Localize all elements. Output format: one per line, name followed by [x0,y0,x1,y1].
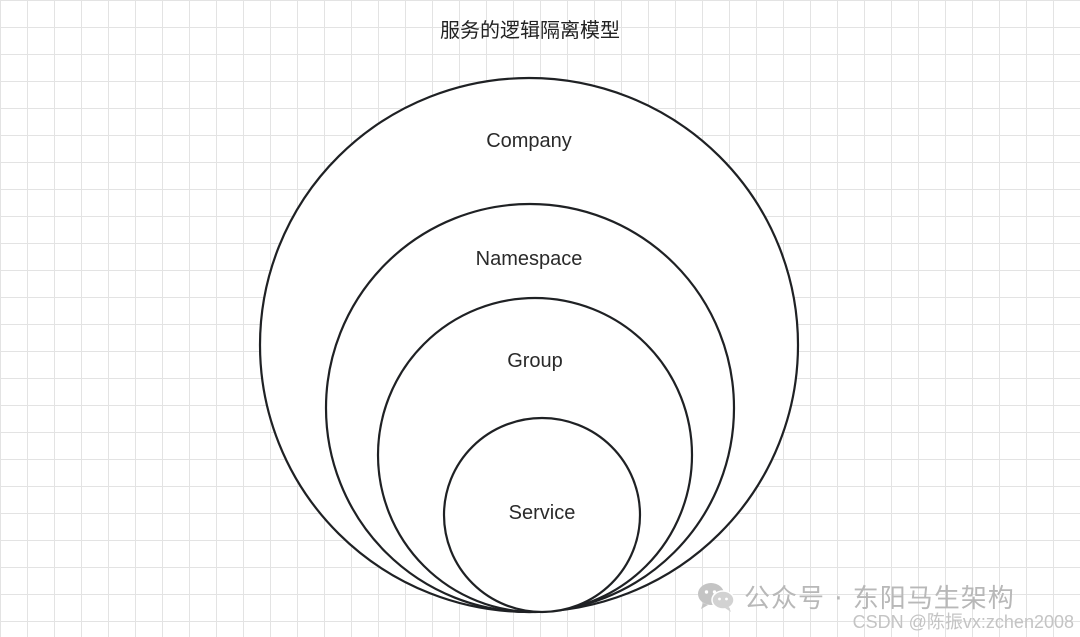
company-label: Company [486,130,572,152]
credit-text: CSDN @陈振vx:zchen2008 [852,612,1074,632]
watermark-text: 公众号 · 东阳马生架构 [744,584,1015,614]
group-label: Group [507,350,563,372]
service-label: Service [508,502,576,524]
service-ellipse [442,416,642,614]
wechat-icon [698,582,735,612]
namespace-label: Namespace [475,248,583,270]
watermark: 公众号 · 东阳马生架构 [696,578,1015,615]
diagram-title: 服务的逻辑隔离模型 [440,18,620,42]
